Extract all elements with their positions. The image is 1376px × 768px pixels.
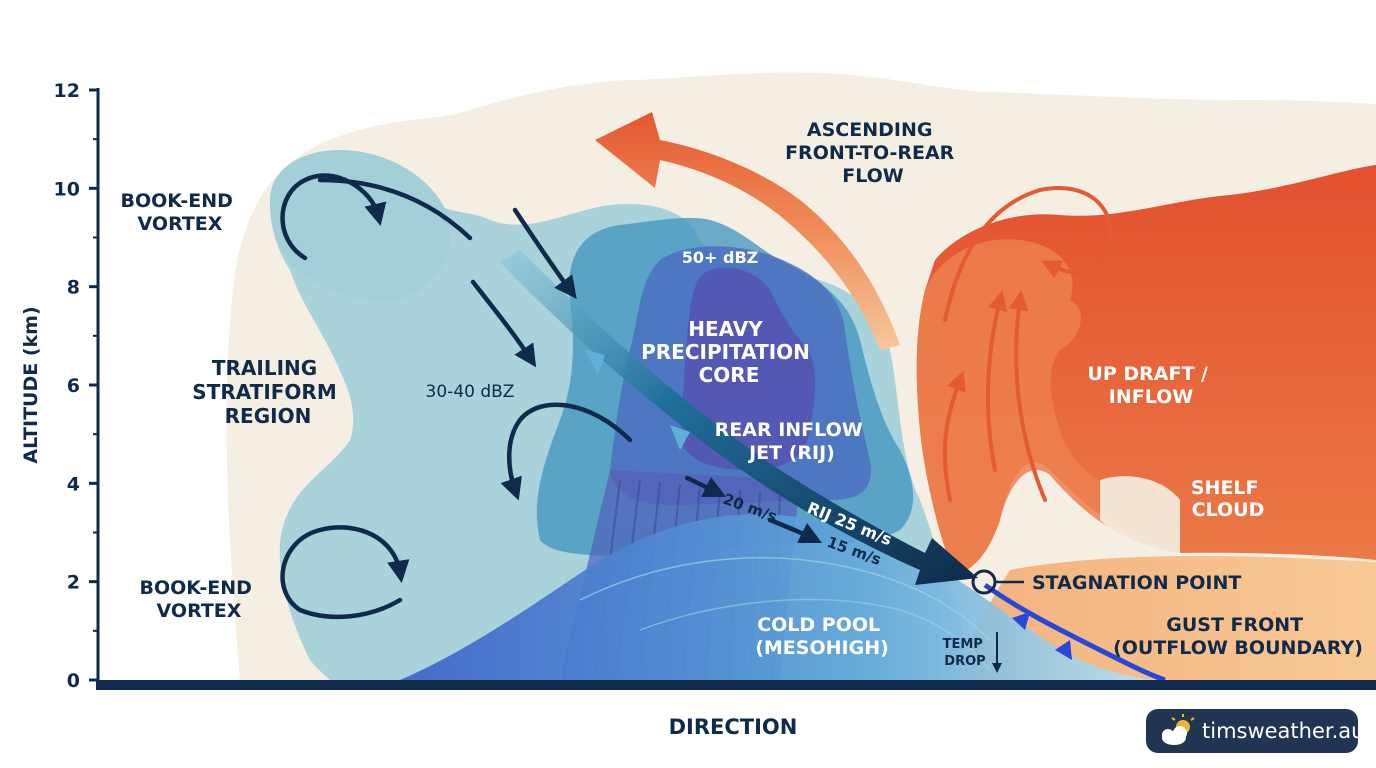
heavy-core-top <box>680 267 815 470</box>
circulation-arrows <box>280 173 823 620</box>
gust-front-boundary <box>983 582 1166 683</box>
x-axis-label: DIRECTION <box>669 715 798 739</box>
y-tick-label: 4 <box>67 473 80 495</box>
bookend-vortex-top-label: BOOK-END VORTEX <box>120 190 239 235</box>
y-tick-label: 8 <box>67 277 80 299</box>
y-tick-label: 2 <box>67 572 80 594</box>
rij-highlights <box>585 350 690 450</box>
y-tick-label: 10 <box>54 178 80 200</box>
dbz-50-label: 50+ dBZ <box>682 248 759 267</box>
bookend-vortex-bottom-label: BOOK-END VORTEX <box>139 577 258 622</box>
temp-drop-label: TEMP DROP <box>943 637 988 669</box>
ascending-flow-arrow <box>595 112 900 350</box>
rij-label: REAR INFLOW JET (RIJ) <box>715 419 870 464</box>
y-tick-label: 6 <box>67 375 80 397</box>
sun-cloud-icon <box>1162 714 1195 745</box>
gust-front-barb-1 <box>1012 612 1030 630</box>
stratiform-upper-blob <box>270 150 451 302</box>
x-axis <box>96 680 1376 690</box>
stagnation-point-label: STAGNATION POINT <box>1032 572 1241 594</box>
site-badge[interactable]: timsweather.au <box>1146 709 1364 753</box>
y-axis-ticks: 0 2 4 6 8 10 12 <box>54 80 98 692</box>
y-axis-label: ALTITUDE (km) <box>20 306 42 463</box>
dbz-30-40-label: 30-40 dBZ <box>426 382 515 402</box>
ascending-flow-label: ASCENDING FRONT-TO-REAR FLOW <box>785 119 961 187</box>
updraft-swirls <box>942 186 1113 502</box>
trailing-stratiform-label: TRAILING STRATIFORM REGION <box>192 356 343 428</box>
cold-pool-contour-1 <box>579 557 991 641</box>
rij-main-arrow <box>500 250 978 585</box>
y-tick-label: 0 <box>67 670 80 692</box>
y-tick-label: 12 <box>54 80 80 102</box>
site-badge-text: timsweather.au <box>1202 719 1364 743</box>
shelf-cloud-label: SHELF CLOUD <box>1191 477 1265 521</box>
heavy-core-label: HEAVY PRECIPITATION CORE <box>641 317 817 387</box>
gust-front-label: GUST FRONT (OUTFLOW BOUNDARY) <box>1113 614 1363 659</box>
updraft-label: UP DRAFT / INFLOW <box>1087 363 1214 408</box>
cold-pool-label: COLD POOL (MESOHIGH) <box>755 614 889 659</box>
gust-front-barb-2 <box>1055 640 1072 660</box>
shelf-cloud-lobe <box>1100 476 1180 553</box>
cold-pool-contour-2 <box>639 598 991 671</box>
stagnation-point-marker <box>971 569 997 595</box>
cold-pool <box>400 514 1160 680</box>
